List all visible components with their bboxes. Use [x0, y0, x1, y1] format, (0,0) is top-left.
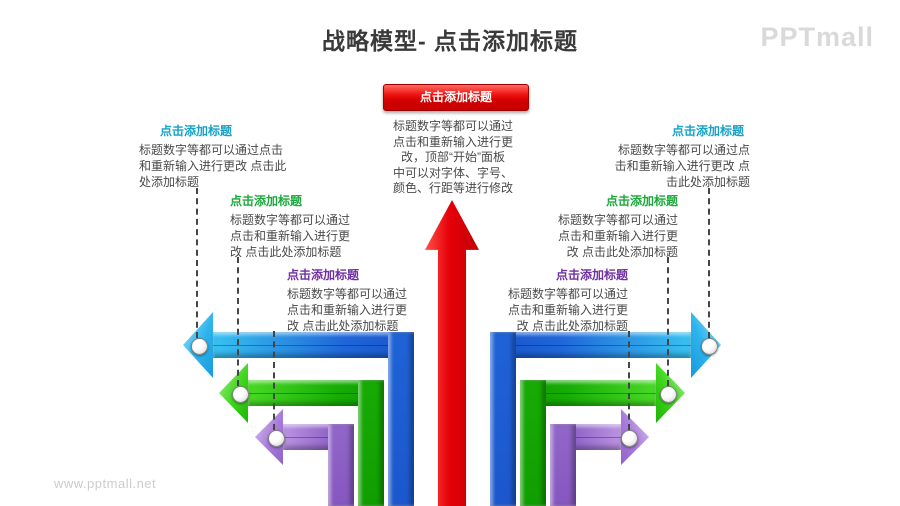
callout-left-1: 点击添加标题 标题数字等都可以通过点击 和重新输入进行更改 点击此 处添加标题: [139, 122, 309, 190]
pptmall-logo: PPTmall: [760, 22, 874, 52]
callout-left-2: 点击添加标题 标题数字等都可以通过 点击和重新输入进行更 改 点击此处添加标题: [230, 192, 356, 260]
callout-right-2-heading[interactable]: 点击添加标题: [605, 194, 678, 208]
callout-left-2-heading[interactable]: 点击添加标题: [230, 194, 303, 208]
connector-right-3: [628, 331, 630, 430]
connector-left-3: [273, 331, 275, 430]
callout-left-2-body[interactable]: 标题数字等都可以通过 点击和重新输入进行更 改 点击此处添加标题: [230, 213, 351, 259]
callout-right-3-body[interactable]: 标题数字等都可以通过 点击和重新输入进行更 改 点击此处添加标题: [507, 287, 628, 333]
callout-right-2-body[interactable]: 标题数字等都可以通过 点击和重新输入进行更 改 点击此处添加标题: [557, 213, 678, 259]
blue-left-arrow-bar: [213, 332, 414, 358]
purple-right-arrow-stem: [550, 424, 576, 506]
center-description-text[interactable]: 标题数字等都可以通过 点击和重新输入进行更 改，顶部“开始”面板 中可以对字体、…: [392, 119, 513, 195]
callout-left-3-heading[interactable]: 点击添加标题: [287, 268, 360, 282]
callout-left-3: 点击添加标题 标题数字等都可以通过 点击和重新输入进行更 改 点击此处添加标题: [287, 266, 413, 334]
callout-right-1-heading[interactable]: 点击添加标题: [671, 124, 744, 138]
anchor-ball-left-blue: [191, 338, 208, 355]
purple-left-arrow-stem: [328, 424, 354, 506]
anchor-ball-left-purple: [268, 430, 285, 447]
blue-right-arrow-bar: [490, 332, 691, 358]
anchor-ball-left-green: [232, 386, 249, 403]
callout-left-1-heading[interactable]: 点击添加标题: [160, 124, 233, 138]
connector-right-1: [708, 188, 710, 338]
top-title-banner[interactable]: 点击添加标题: [383, 84, 529, 111]
callout-right-3-heading[interactable]: 点击添加标题: [555, 268, 628, 282]
green-left-arrow-stem: [358, 380, 384, 506]
callout-right-3: 点击添加标题 标题数字等都可以通过 点击和重新输入进行更 改 点击此处添加标题: [502, 266, 628, 334]
anchor-ball-right-green: [660, 386, 677, 403]
connector-left-2: [237, 257, 239, 386]
callout-right-1-body[interactable]: 标题数字等都可以通过点 击和重新输入进行更改 点 击此处添加标题: [614, 143, 750, 189]
callout-left-3-body[interactable]: 标题数字等都可以通过 点击和重新输入进行更 改 点击此处添加标题: [287, 287, 408, 333]
callout-left-1-body[interactable]: 标题数字等都可以通过点击 和重新输入进行更改 点击此 处添加标题: [139, 143, 287, 189]
connector-right-2: [667, 257, 669, 386]
anchor-ball-right-purple: [621, 430, 638, 447]
callout-right-2: 点击添加标题 标题数字等都可以通过 点击和重新输入进行更 改 点击此处添加标题: [552, 192, 678, 260]
callout-right-1: 点击添加标题 标题数字等都可以通过点 击和重新输入进行更改 点 击此处添加标题: [612, 122, 750, 190]
connector-left-1: [196, 188, 198, 338]
red-up-arrow: [425, 200, 479, 506]
watermark-url: www.pptmall.net: [54, 476, 157, 491]
green-right-arrow-stem: [520, 380, 546, 506]
blue-right-arrow-stem: [490, 332, 516, 506]
blue-left-arrow-stem: [388, 332, 414, 506]
anchor-ball-right-blue: [701, 338, 718, 355]
page-title[interactable]: 战略模型- 点击添加标题: [321, 28, 579, 54]
